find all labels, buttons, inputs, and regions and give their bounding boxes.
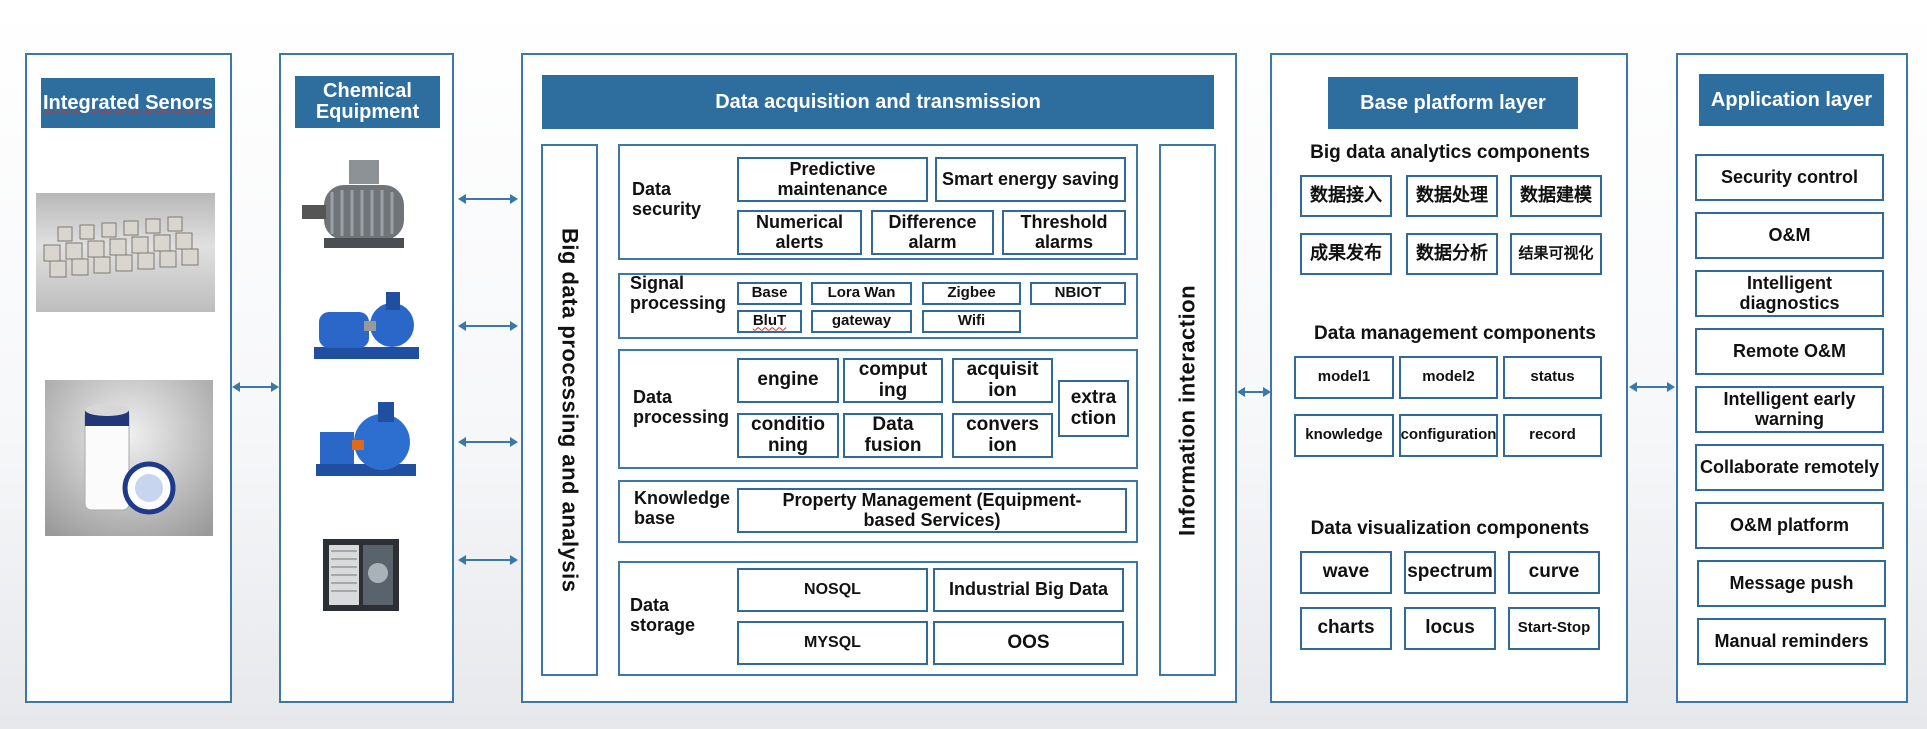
visualization-item-2: spectrum <box>1404 551 1496 594</box>
sp-blut: BluT <box>737 310 802 333</box>
analytics-item-4: 成果发布 <box>1300 233 1392 275</box>
sensors-panel <box>25 53 232 703</box>
app-om: O&M <box>1695 212 1884 259</box>
app-security-control: Security control <box>1695 154 1884 201</box>
acquisition-title-text: Data acquisition and transmission <box>715 90 1041 113</box>
analytics-title: Big data analytics components <box>1310 142 1590 163</box>
equipment-acq-arrow-1 <box>458 194 518 204</box>
ds-smart-energy-saving: Smart energy saving <box>935 157 1126 202</box>
info-interaction-vertical-text: Information interaction <box>1174 284 1200 536</box>
signal-processing-label: Signal processing <box>630 273 727 313</box>
info-interaction-vertical-bar: Information interaction <box>1159 144 1216 676</box>
analytics-item-6: 结果可视化 <box>1510 233 1602 275</box>
store-oos: OOS <box>933 621 1124 665</box>
equipment-title: Chemical Equipment <box>295 76 440 128</box>
app-remote-om: Remote O&M <box>1695 328 1884 375</box>
ds-threshold-alarms: Threshold alarms <box>1002 210 1126 255</box>
visualization-item-4: charts <box>1300 607 1392 650</box>
knowledge-base-label: Knowledge base <box>634 488 731 528</box>
application-title-text: Application layer <box>1710 88 1873 111</box>
analytics-item-2: 数据处理 <box>1406 175 1498 217</box>
management-title: Data management components <box>1314 323 1596 344</box>
data-processing-label: Data processing <box>633 387 730 427</box>
dp-data-fusion: Data fusion <box>843 413 943 458</box>
app-om-platform: O&M platform <box>1695 502 1884 549</box>
sp-wifi: Wifi <box>922 310 1021 333</box>
store-nosql: NOSQL <box>737 568 928 612</box>
sensor-cylinder-image <box>45 380 213 536</box>
acq-platform-arrow <box>1237 387 1271 397</box>
sensors-title-text: Integrated Senors <box>42 91 214 114</box>
cabinet-image <box>321 537 401 613</box>
app-collaborate-remotely: Collaborate remotely <box>1695 444 1884 491</box>
sp-lora-wan: Lora Wan <box>811 282 912 305</box>
sensors-equipment-arrow <box>232 382 279 392</box>
sp-gateway: gateway <box>811 310 912 333</box>
analytics-item-3: 数据建模 <box>1510 175 1602 217</box>
equipment-title-text: Chemical Equipment <box>315 80 420 123</box>
base-platform-title-text: Base platform layer <box>1360 91 1546 114</box>
big-data-vertical-text: Big data processing and analysis <box>557 227 583 593</box>
visualization-item-1: wave <box>1300 551 1392 594</box>
app-intelligent-diagnostics: Intelligent diagnostics <box>1695 270 1884 317</box>
sensor-array-image <box>36 193 215 312</box>
platform-application-arrow <box>1629 382 1675 392</box>
visualization-title: Data visualization components <box>1310 518 1590 539</box>
kb-property-management: Property Management (Equipment-based Ser… <box>737 488 1127 533</box>
data-security-label: Data security <box>632 179 702 219</box>
management-item-2: model2 <box>1399 356 1498 399</box>
sensors-title: Integrated Senors <box>41 78 215 128</box>
management-item-4: knowledge <box>1294 414 1394 457</box>
dp-extraction: extra ction <box>1058 380 1129 437</box>
data-storage-label: Data storage <box>630 595 696 635</box>
base-platform-title: Base platform layer <box>1328 77 1578 129</box>
application-title: Application layer <box>1699 74 1884 126</box>
motor-image <box>294 150 434 260</box>
dp-computing: comput ing <box>843 358 943 403</box>
sp-zigbee: Zigbee <box>922 282 1021 305</box>
equipment-acq-arrow-4 <box>458 555 518 565</box>
management-item-3: status <box>1503 356 1602 399</box>
big-data-vertical-bar: Big data processing and analysis <box>541 144 598 676</box>
sp-blut-text: BluT <box>752 312 787 330</box>
dp-conversion: convers ion <box>952 413 1053 458</box>
management-item-6: record <box>1503 414 1602 457</box>
store-mysql: MYSQL <box>737 621 928 665</box>
ds-difference-alarm: Difference alarm <box>871 210 994 255</box>
app-manual-reminders: Manual reminders <box>1697 618 1886 665</box>
store-industrial-big-data: Industrial Big Data <box>933 568 1124 612</box>
analytics-item-5: 数据分析 <box>1406 233 1498 275</box>
ds-numerical-alerts: Numerical alerts <box>737 210 862 255</box>
app-message-push: Message push <box>1697 560 1886 607</box>
dp-acquisition: acquisit ion <box>952 358 1053 403</box>
management-item-1: model1 <box>1294 356 1394 399</box>
sp-base: Base <box>737 282 802 305</box>
analytics-item-1: 数据接入 <box>1300 175 1392 217</box>
dp-conditioning: conditio ning <box>737 413 839 458</box>
acquisition-title: Data acquisition and transmission <box>542 75 1214 129</box>
app-intelligent-early-warning: Intelligent early warning <box>1695 386 1884 433</box>
dp-engine: engine <box>737 358 839 403</box>
management-item-5: configuration <box>1399 414 1498 457</box>
equipment-acq-arrow-2 <box>458 321 518 331</box>
visualization-item-6: Start-Stop <box>1508 607 1600 650</box>
pump-image <box>304 287 429 372</box>
visualization-item-3: curve <box>1508 551 1600 594</box>
equipment-acq-arrow-3 <box>458 437 518 447</box>
blower-image <box>316 402 416 487</box>
visualization-item-5: locus <box>1404 607 1496 650</box>
ds-predictive-maintenance: Predictive maintenance <box>737 157 928 202</box>
sp-nbiot: NBIOT <box>1030 282 1126 305</box>
